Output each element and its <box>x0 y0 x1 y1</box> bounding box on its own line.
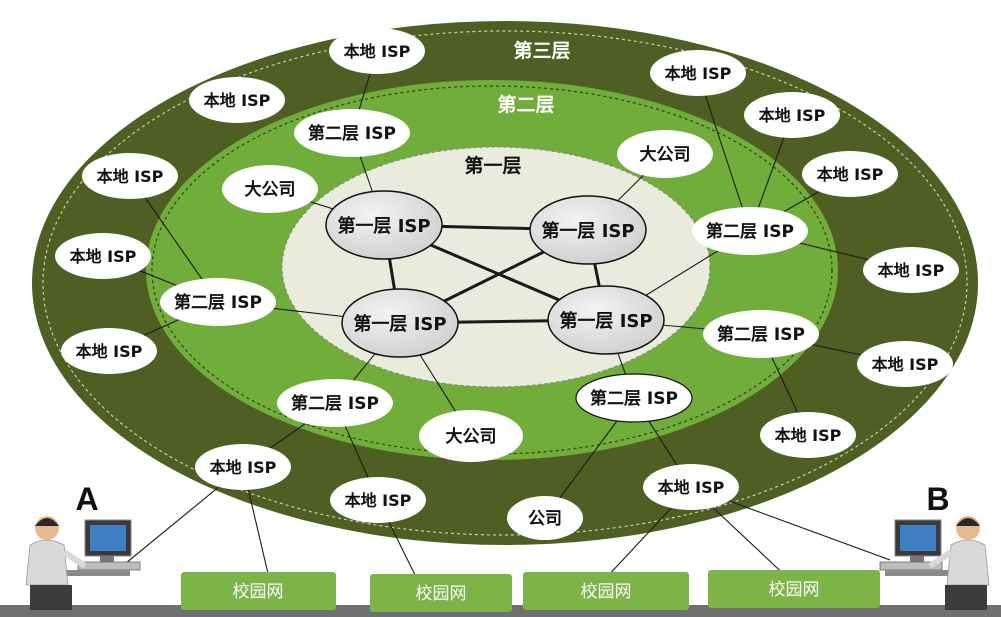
svg-text:本地 ISP: 本地 ISP <box>344 42 411 61</box>
svg-text:本地 ISP: 本地 ISP <box>210 458 277 477</box>
local-isp-node: 本地 ISP <box>195 444 291 490</box>
user-a-label: A <box>75 481 98 517</box>
local-isp-node: 本地 ISP <box>857 341 953 387</box>
local-isp-node: 本地 ISP <box>61 328 157 374</box>
svg-text:第一层 ISP: 第一层 ISP <box>353 313 446 335</box>
svg-text:本地 ISP: 本地 ISP <box>70 247 137 266</box>
tier2-isp-node: 第二层 ISP <box>277 379 393 427</box>
svg-text:大公司: 大公司 <box>446 426 497 447</box>
tier2-isp-node: 第二层 ISP <box>703 310 819 358</box>
big-company-node: 大公司 <box>617 130 713 178</box>
svg-text:第一层 ISP: 第一层 ISP <box>559 310 652 332</box>
svg-text:本地 ISP: 本地 ISP <box>817 165 884 184</box>
svg-text:第二层 ISP: 第二层 ISP <box>706 221 794 242</box>
local-isp-node: 本地 ISP <box>760 412 856 458</box>
svg-text:本地 ISP: 本地 ISP <box>878 261 945 280</box>
svg-text:本地 ISP: 本地 ISP <box>665 64 732 83</box>
big-company-node: 大公司 <box>222 165 318 213</box>
tier1-isp-node: 第一层 ISP <box>325 190 443 260</box>
svg-text:本地 ISP: 本地 ISP <box>658 478 725 497</box>
svg-text:校园网: 校园网 <box>769 580 820 600</box>
user-b-computer-icon <box>879 516 990 610</box>
tier2-label: 第二层 <box>497 93 554 116</box>
campus-network-box: 校园网 <box>708 570 880 608</box>
user-b-label: B <box>926 481 949 517</box>
tier2-isp-node: 第二层 ISP <box>160 278 276 326</box>
svg-text:本地 ISP: 本地 ISP <box>759 106 826 125</box>
tier1-label: 第一层 <box>464 154 521 177</box>
svg-text:第二层 ISP: 第二层 ISP <box>717 324 805 345</box>
tier1-isp-node: 第一层 ISP <box>547 285 665 355</box>
local-isp-node: 本地 ISP <box>744 92 840 138</box>
campus-network-box: 校园网 <box>370 574 512 612</box>
tier1-isp-node: 第一层 ISP <box>341 288 459 358</box>
local-isp-node: 本地 ISP <box>802 151 898 197</box>
company-node: 公司 <box>507 496 583 540</box>
local-isp-node: 本地 ISP <box>330 477 426 523</box>
local-isp-node: 本地 ISP <box>189 77 285 123</box>
svg-text:本地 ISP: 本地 ISP <box>872 355 939 374</box>
tier2-isp-node: 第二层 ISP <box>294 109 410 157</box>
campus-network-box: 校园网 <box>523 572 689 610</box>
svg-text:第二层 ISP: 第二层 ISP <box>590 388 678 409</box>
svg-text:本地 ISP: 本地 ISP <box>345 491 412 510</box>
local-isp-node: 本地 ISP <box>55 233 151 279</box>
campus-network-box: 校园网 <box>181 572 336 610</box>
svg-text:本地 ISP: 本地 ISP <box>775 426 842 445</box>
svg-text:公司: 公司 <box>528 509 562 529</box>
svg-text:第二层 ISP: 第二层 ISP <box>308 123 396 144</box>
local-isp-node: 本地 ISP <box>329 28 425 74</box>
tier3-label: 第三层 <box>513 39 570 62</box>
svg-text:第一层 ISP: 第一层 ISP <box>541 220 634 242</box>
svg-text:大公司: 大公司 <box>245 179 296 200</box>
svg-text:校园网: 校园网 <box>581 582 632 602</box>
svg-text:本地 ISP: 本地 ISP <box>97 167 164 186</box>
svg-text:本地 ISP: 本地 ISP <box>76 342 143 361</box>
svg-text:校园网: 校园网 <box>416 584 467 604</box>
user-a-computer-icon <box>25 516 141 610</box>
svg-text:本地 ISP: 本地 ISP <box>204 91 271 110</box>
tier2-isp-node: 第二层 ISP <box>575 373 693 423</box>
local-isp-node: 本地 ISP <box>863 247 959 293</box>
tier3-border <box>42 30 968 536</box>
local-isp-node: 本地 ISP <box>82 153 178 199</box>
local-isp-node: 本地 ISP <box>650 50 746 96</box>
tier1-ring <box>281 146 711 388</box>
local-isp-node: 本地 ISP <box>643 464 739 510</box>
svg-text:第二层 ISP: 第二层 ISP <box>291 393 379 414</box>
tier2-isp-node: 第二层 ISP <box>692 207 808 255</box>
svg-text:第二层 ISP: 第二层 ISP <box>174 292 262 313</box>
svg-text:校园网: 校园网 <box>233 582 284 602</box>
svg-text:第一层 ISP: 第一层 ISP <box>337 215 430 237</box>
tier1-isp-node: 第一层 ISP <box>529 195 647 265</box>
big-company-node: 大公司 <box>419 410 523 462</box>
svg-text:大公司: 大公司 <box>640 144 691 165</box>
